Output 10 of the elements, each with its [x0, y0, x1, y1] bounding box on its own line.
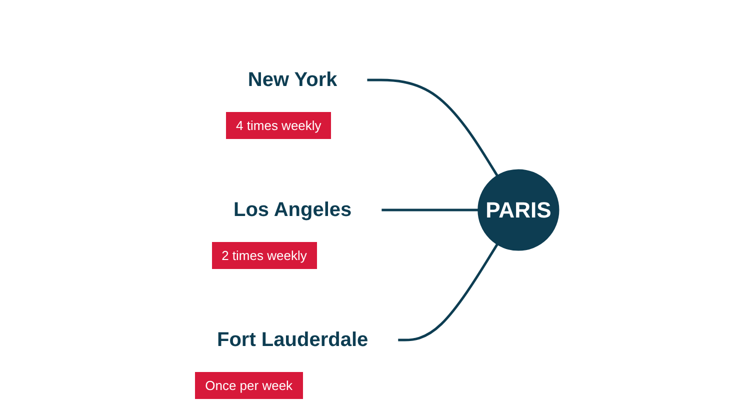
frequency-tag: 4 times weekly [226, 112, 332, 138]
node-text: New York [248, 68, 338, 90]
frequency-tag: 2 times weekly [212, 242, 317, 268]
connector [382, 208, 478, 211]
node-circle: PARIS [478, 168, 560, 250]
node-text: Los Angeles [234, 198, 352, 220]
node-text: Fort Lauderdale [217, 328, 368, 350]
connector [367, 78, 498, 176]
connector [398, 243, 498, 341]
frequency-tag: Once per week [195, 372, 303, 398]
